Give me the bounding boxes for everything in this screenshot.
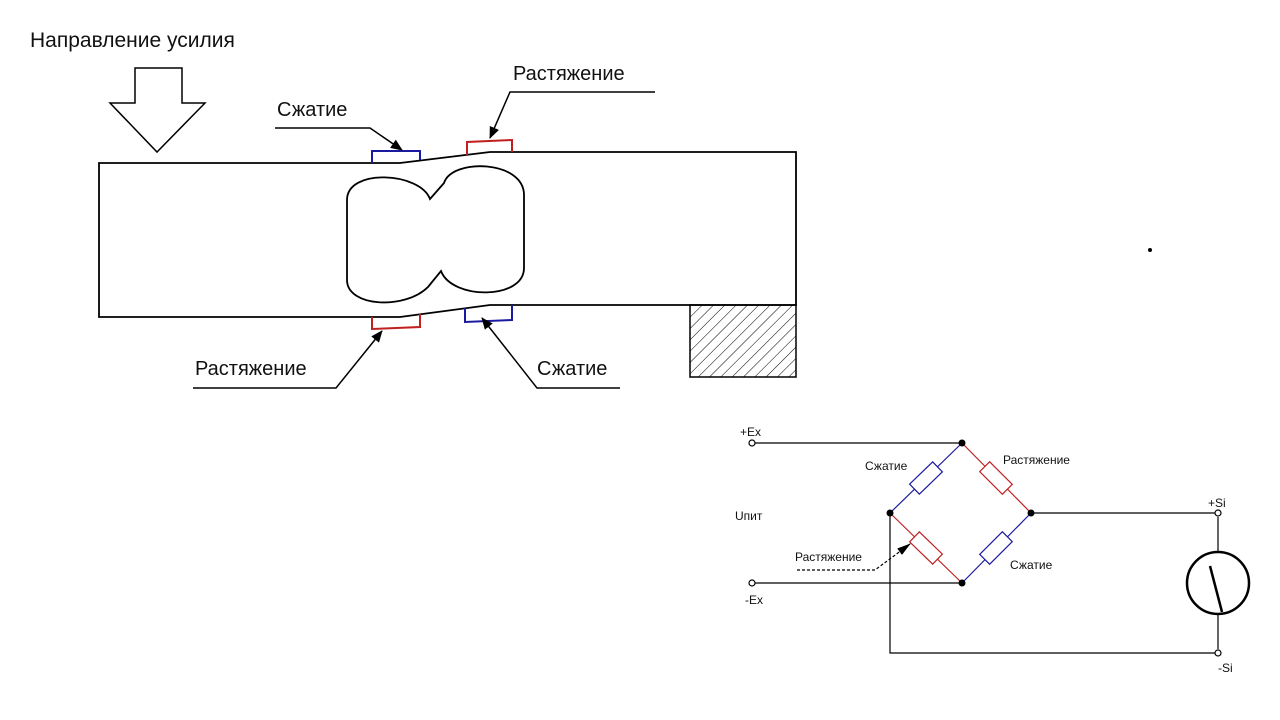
node-left <box>886 509 894 517</box>
node-top <box>958 439 966 447</box>
meter-needle <box>1208 565 1224 613</box>
force-arrow-icon <box>108 67 207 154</box>
label-r3: Растяжение <box>795 550 862 564</box>
strain-gauge-top-left <box>371 150 421 163</box>
leader-top-compression <box>275 127 403 151</box>
leader-circuit-tension <box>797 543 911 571</box>
meter-icon <box>1185 550 1251 616</box>
beam-hole <box>346 165 525 304</box>
resistor-compression-2 <box>978 530 1014 566</box>
node-right <box>1027 509 1035 517</box>
node-bottom <box>958 579 966 587</box>
label-r1: Сжатие <box>865 459 908 473</box>
strain-gauge-top-right <box>466 138 513 155</box>
leader-bottom-compression <box>481 317 620 389</box>
bridge-circuit <box>748 439 1251 657</box>
label-r2: Растяжение <box>1003 453 1070 467</box>
label-supply: Uпит <box>735 509 763 523</box>
stray-dot <box>1148 248 1152 252</box>
label-r4: Сжатие <box>1010 558 1053 572</box>
resistor-compression-1 <box>908 461 944 495</box>
support-block <box>689 304 797 378</box>
terminal-minus-ex <box>748 579 756 587</box>
label-minus-si: -Si <box>1218 661 1233 675</box>
resistor-tension-2 <box>908 531 944 565</box>
resistor-tension-1 <box>978 460 1014 496</box>
label-minus-ex: -Ex <box>745 593 763 607</box>
terminal-plus-si <box>1214 509 1222 517</box>
leader-bottom-tension <box>193 330 383 389</box>
leader-top-tension <box>489 91 655 139</box>
strain-gauge-bottom-left <box>371 314 421 331</box>
label-top-compression: Сжатие <box>277 99 347 121</box>
terminal-plus-ex <box>748 439 756 447</box>
force-direction-label: Направление усилия <box>30 29 235 52</box>
terminal-minus-si <box>1214 649 1222 657</box>
label-bottom-compression: Сжатие <box>537 358 607 380</box>
label-top-tension: Растяжение <box>513 63 625 85</box>
label-plus-si: +Si <box>1208 496 1226 510</box>
label-plus-ex: +Ex <box>740 425 761 439</box>
label-bottom-tension: Растяжение <box>195 358 307 380</box>
